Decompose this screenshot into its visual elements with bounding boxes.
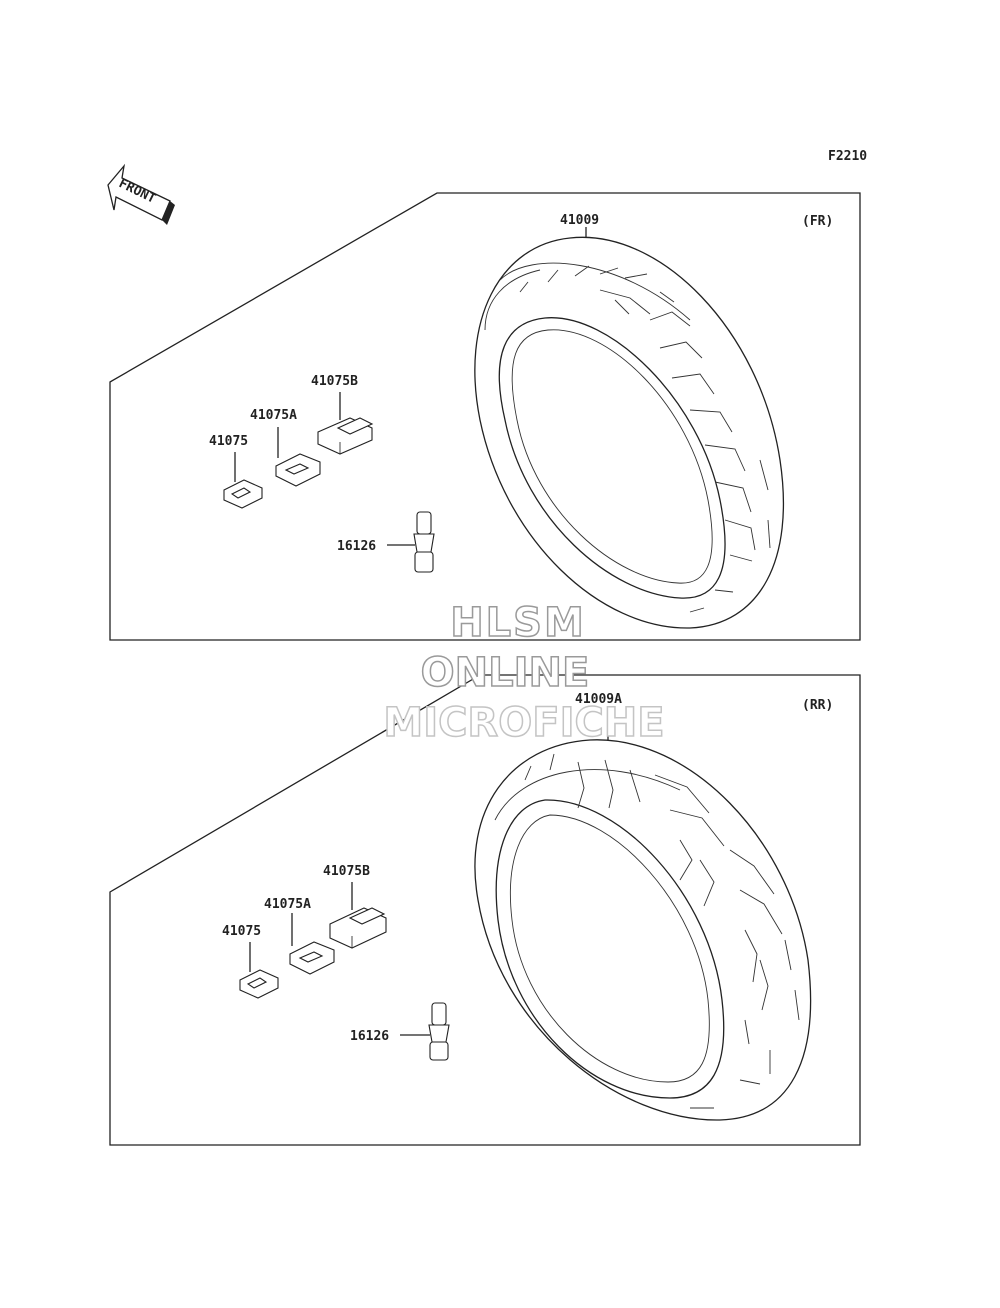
label-41075b-front: 41075B [311, 374, 358, 389]
weight-41075b-rear [329, 882, 387, 949]
weight-41075a-rear [289, 913, 335, 975]
label-41075-rear: 41075 [222, 924, 261, 939]
weight-41075-rear [239, 942, 279, 999]
watermark-line3: MICROFICHE [383, 700, 664, 746]
section-label-rear: (RR) [802, 698, 833, 713]
valve-icon-front [387, 511, 435, 573]
rear-tire [474, 739, 812, 1121]
front-arrow-icon: FRONT [107, 163, 175, 225]
panel-rear-border [109, 674, 861, 1146]
tire-part-rear: 41009A [575, 692, 622, 707]
panel-front-border [109, 192, 861, 641]
weight-41075b-front [317, 392, 374, 455]
panel-rear: (RR) 41009A [109, 674, 861, 1146]
tire-part-front: 41009 [560, 213, 599, 228]
label-41075a-rear: 41075A [264, 897, 311, 912]
label-16126-front: 16126 [337, 539, 376, 554]
watermark-line1: HLSM [450, 600, 586, 646]
watermark-line2: ONLINE [421, 650, 590, 696]
label-16126-rear: 16126 [350, 1029, 389, 1044]
weight-41075-front [223, 452, 263, 509]
panel-front: (FR) 41009 [109, 192, 861, 641]
figure-code: F2210 [828, 149, 867, 164]
watermark: HLSM ONLINE MICROFICHE [383, 599, 666, 747]
weight-41075a-front [275, 427, 321, 487]
label-41075b-rear: 41075B [323, 864, 370, 879]
section-label-front: (FR) [802, 214, 833, 229]
front-tire [474, 236, 784, 629]
label-41075-front: 41075 [209, 434, 248, 449]
label-41075a-front: 41075A [250, 408, 297, 423]
valve-icon-rear [400, 1002, 450, 1061]
